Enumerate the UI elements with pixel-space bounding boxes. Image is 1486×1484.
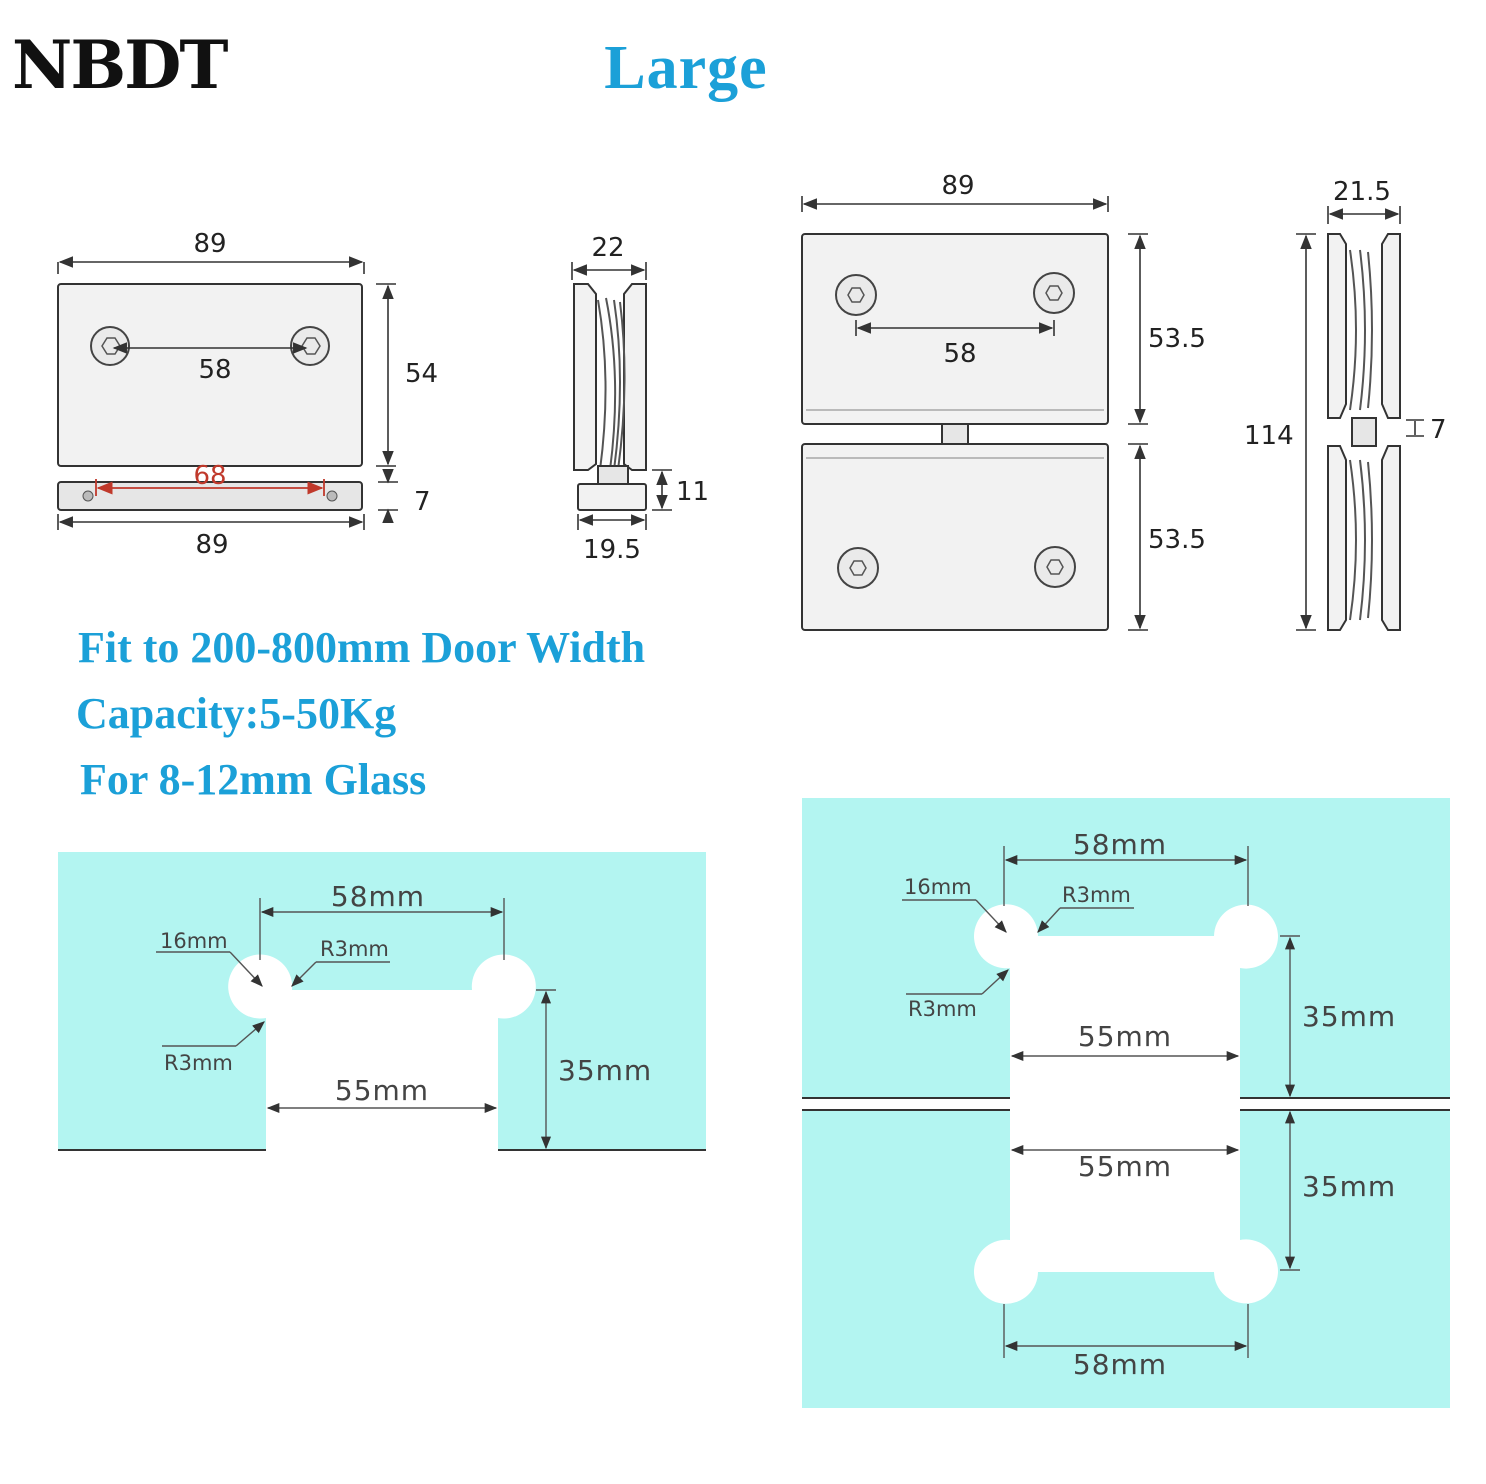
glass-hinge-lower-plate — [801, 443, 1109, 631]
side-plate-lower-left — [1327, 445, 1347, 631]
screw-icon — [1034, 546, 1076, 588]
dimension-label: 54 — [405, 359, 438, 389]
wall-hinge-side-view: 22 11 19.5 — [571, 233, 709, 565]
dimension-label: 7 — [1430, 415, 1447, 445]
dimension-label: 55mm — [1078, 1020, 1172, 1053]
dimension-label: R3mm — [164, 1051, 233, 1075]
dimension-label: 19.5 — [583, 535, 641, 565]
dimension-label: 58 — [943, 339, 976, 369]
side-knuckle — [1351, 417, 1377, 447]
dimension-label: 58mm — [1073, 1348, 1167, 1381]
dimension-label: 35mm — [1302, 1170, 1396, 1203]
glass-cutout-double: 58mm 16mm R3mm R3mm 35mm 55mm 55mm 35mm … — [802, 798, 1450, 1408]
page-title: Large — [604, 34, 767, 102]
dimension-label: 89 — [195, 530, 228, 560]
side-plate-upper-left — [1327, 233, 1347, 419]
glass-hinge-side-view: 21.5 114 7 — [1244, 177, 1447, 631]
dimension-label: 55mm — [335, 1074, 429, 1107]
dimension-label: 58 — [198, 355, 231, 385]
dimension-label: 22 — [591, 233, 624, 263]
dimension-label: 58mm — [1073, 828, 1167, 861]
dimension-label: 53.5 — [1148, 525, 1206, 555]
dimension-label: 55mm — [1078, 1150, 1172, 1183]
dimension-label: 89 — [941, 171, 974, 201]
dimension-label: 35mm — [1302, 1000, 1396, 1033]
screw-icon — [837, 547, 879, 589]
dimension-label: R3mm — [908, 997, 977, 1021]
side-plate-upper-right — [1381, 233, 1401, 419]
dimension-label: 16mm — [904, 875, 972, 899]
screw-icon — [290, 326, 330, 366]
dimension-label: 89 — [193, 229, 226, 259]
dimension-label: 114 — [1244, 421, 1294, 451]
wall-hinge-plate — [57, 283, 363, 467]
dimension-label: 21.5 — [1333, 177, 1391, 207]
dimension-label: R3mm — [1062, 883, 1131, 907]
spec-capacity: Capacity:5-50Kg — [76, 689, 396, 738]
dimension-label: 35mm — [558, 1054, 652, 1087]
screw-icon — [1033, 272, 1075, 314]
glass-hinge-knuckle — [941, 423, 969, 445]
glass-cutout-single: 58mm 16mm R3mm R3mm 35mm 55mm — [58, 852, 706, 1151]
side-plate-lower-right — [1381, 445, 1401, 631]
side-plate-left — [573, 283, 597, 471]
spec-door-width: Fit to 200-800mm Door Width — [78, 623, 645, 672]
dimension-label-red: 68 — [193, 461, 226, 491]
screw-icon — [90, 326, 130, 366]
glass-hinge-upper-plate — [801, 233, 1109, 425]
screw-icon — [835, 274, 877, 316]
wall-hinge-front-view: 89 58 54 68 7 89 — [57, 229, 438, 560]
dimension-label: R3mm — [320, 937, 389, 961]
side-base — [577, 483, 647, 511]
brand-logo: NBDT — [12, 26, 228, 104]
dimension-label: 16mm — [160, 929, 228, 953]
spec-glass-thickness: For 8-12mm Glass — [80, 755, 426, 804]
side-plate-right — [623, 283, 647, 471]
dimension-label: 53.5 — [1148, 324, 1206, 354]
dimension-label: 58mm — [331, 880, 425, 913]
dimension-label: 7 — [414, 487, 431, 517]
dimension-label: 11 — [676, 477, 709, 507]
glass-hinge-front-view: 89 58 53.5 53.5 — [801, 171, 1206, 631]
